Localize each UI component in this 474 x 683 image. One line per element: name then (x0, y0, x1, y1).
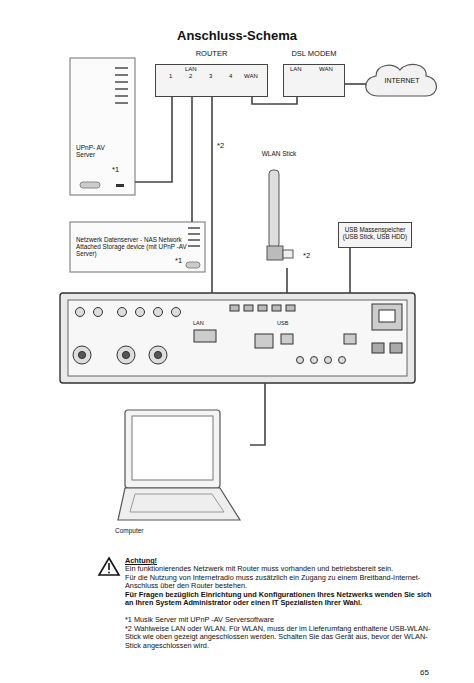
note-text: Für die Nutzung von Internetradio muss z… (125, 574, 433, 591)
note-text: Für Fragen bezüglich Einrichtung und Kon… (125, 591, 433, 608)
node-text: Computer (115, 527, 195, 534)
port-label: 2 (189, 73, 192, 80)
port-label: 3 (209, 73, 212, 80)
note-text: Ein funktionierendes Netzwerk mit Router… (125, 565, 433, 573)
network-cable (286, 268, 288, 293)
device-node: LAN USB (60, 293, 415, 383)
network-cable (211, 97, 213, 293)
wlan-stick (267, 170, 293, 260)
server-node: UPnP- AV Server (70, 58, 135, 195)
laptop (118, 410, 240, 520)
port-label: LAN (185, 66, 197, 73)
modem-box: DSL MODEM (283, 50, 345, 97)
nas-box (70, 222, 205, 272)
network-cable (135, 97, 172, 182)
callout-number: *1 (112, 166, 119, 175)
device-rear-panel (60, 293, 415, 383)
network-cable (345, 83, 366, 85)
callout-number: *1 (175, 257, 182, 266)
network-cable (252, 97, 297, 104)
node-text: LAN (192, 320, 205, 326)
box-outline (155, 64, 268, 97)
network-cable (191, 97, 193, 222)
node-text: UPnP- AV Server (76, 144, 116, 159)
callout-number: *2 (303, 252, 310, 261)
node-text: Netzwerk Datenserver - NAS Network Attac… (76, 236, 188, 258)
notes-block: Achtung!Ein funktionierendes Netzwerk mi… (125, 557, 433, 650)
internet-cloud: INTERNET (366, 64, 438, 96)
warning-triangle (99, 558, 119, 575)
callout-number: *2 (217, 142, 224, 151)
network-cable (349, 248, 351, 293)
node-text: WLAN Stick (250, 150, 308, 157)
node-text: INTERNET (366, 77, 438, 85)
usb-storage-box: USB Massenspeicher (USB Stick, USB HDD) (338, 222, 412, 248)
port-label: WAN (319, 66, 333, 73)
node-text: USB (276, 320, 289, 326)
note-text: *1 Musik Server mit UPnP -AV Serversoftw… (125, 616, 433, 624)
network-cable (250, 383, 265, 445)
port-label: 1 (169, 73, 172, 80)
node-text: DSL MODEM (283, 50, 345, 59)
diagram-title: Anschluss-Schema (0, 28, 474, 43)
port-label: WAN (244, 73, 258, 80)
nas-node: Netzwerk Datenserver - NAS Network Attac… (70, 222, 205, 272)
node-text: ROUTER (155, 50, 268, 59)
wlan-stick-node: WLAN Stick (258, 150, 300, 268)
note-text: *2 Wahlweise LAN oder WLAN. Für WLAN, mu… (125, 625, 433, 650)
computer-node: Computer (115, 405, 250, 540)
server-tower (70, 58, 135, 195)
node-text: USB Massenspeicher (USB Stick, USB HDD) (340, 226, 410, 240)
port-label: LAN (290, 66, 302, 73)
port-label: 4 (229, 73, 232, 80)
port-label: 65 (420, 668, 429, 677)
note-text: Achtung! (125, 557, 433, 565)
